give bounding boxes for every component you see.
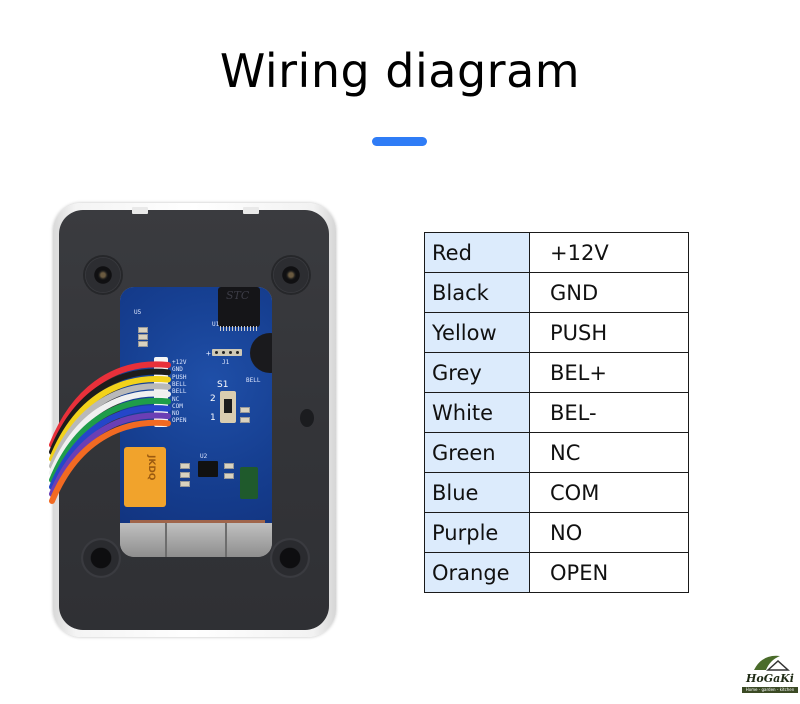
wire <box>49 412 171 497</box>
buzzer-icon <box>250 333 272 373</box>
pin-header-j1 <box>212 349 242 356</box>
wire <box>49 383 171 469</box>
silk-u1: U1 <box>212 321 220 328</box>
smd-resistor <box>224 473 234 479</box>
housing-interior <box>120 523 272 557</box>
silk-j1-plus: + <box>206 349 211 358</box>
smd-diode <box>240 407 250 413</box>
connector-pin-label: NO <box>172 410 180 418</box>
smd-resistor <box>180 472 190 478</box>
connector-pin-label: BELL <box>172 380 187 388</box>
wire <box>49 405 171 490</box>
wire-color-cell: Yellow <box>424 312 530 353</box>
device-notch <box>243 207 259 214</box>
wire-color-cell: Grey <box>424 352 530 393</box>
table-row: Red+12V <box>424 232 689 273</box>
device-notch <box>132 207 148 214</box>
wire-color-cell: Black <box>424 272 530 313</box>
page-title: Wiring diagram <box>219 44 581 98</box>
pin-icon <box>236 351 239 354</box>
chip-u2 <box>198 461 218 477</box>
wire-color-cell: Orange <box>424 552 530 593</box>
mounting-hole-icon <box>270 538 310 578</box>
dip-switch-s1 <box>220 391 236 423</box>
wire-function-cell: BEL- <box>529 392 689 433</box>
wire-function-cell: NC <box>529 432 689 473</box>
mounting-hole-icon <box>81 538 121 578</box>
smd-resistor <box>138 334 148 340</box>
capacitor <box>240 467 258 499</box>
logo-tagline: Home - garden - kitchen <box>742 687 798 693</box>
silk-u5: U5 <box>134 309 142 316</box>
screw-icon <box>271 255 311 295</box>
wire-color-cell: Blue <box>424 472 530 513</box>
wire-function-cell: COM <box>529 472 689 513</box>
wire <box>49 397 171 483</box>
smd-resistor <box>224 463 234 469</box>
pin-icon <box>229 351 232 354</box>
wire-function-cell: OPEN <box>529 552 689 593</box>
wire <box>49 376 171 462</box>
connector-pin-label: GND <box>172 366 183 374</box>
connector-pin-label: COM <box>172 402 183 410</box>
screw-icon <box>83 255 123 295</box>
smd-resistor <box>180 463 190 469</box>
wire-function-cell: GND <box>529 272 689 313</box>
house-leaf-icon <box>754 655 790 671</box>
wire-function-cell: PUSH <box>529 312 689 353</box>
silk-s1: S1 <box>217 380 229 390</box>
housing-rib <box>225 523 227 557</box>
housing-rib <box>165 523 167 557</box>
relay-brand: JKDQ <box>146 455 156 481</box>
logo-brand: HoGaKi <box>746 672 794 685</box>
wire <box>49 368 171 455</box>
wire <box>49 390 171 476</box>
smd-resistor <box>138 341 148 347</box>
connector-pin-label: BELL <box>172 388 187 396</box>
wire-color-cell: Purple <box>424 512 530 553</box>
wire-function-cell: NO <box>529 512 689 553</box>
microcontroller-chip: STC <box>218 287 260 331</box>
silk-pos-2: 2 <box>210 394 216 404</box>
wire-function-cell: +12V <box>529 232 689 273</box>
brand-logo: HoGaKi Home - garden - kitchen <box>740 650 800 700</box>
wire-color-cell: Red <box>424 232 530 273</box>
tamper-hole-icon <box>300 409 314 427</box>
title-accent-bar <box>372 137 427 146</box>
wire-bundle <box>49 361 171 504</box>
wire <box>49 419 171 504</box>
smd-diode <box>240 417 250 423</box>
silk-bell: BELL <box>246 377 261 384</box>
silk-pos-1: 1 <box>210 413 216 423</box>
relay: JKDQ <box>124 447 166 507</box>
chip-label: STC <box>226 289 250 302</box>
silk-j1: J1 <box>222 359 230 366</box>
pin-icon <box>222 351 225 354</box>
connector-pin-label: OPEN <box>172 417 187 425</box>
connector-pin-label: PUSH <box>172 373 187 381</box>
wire-function-cell: BEL+ <box>529 352 689 393</box>
smd-resistor <box>138 327 148 333</box>
connector-pin-label: NC <box>172 395 180 403</box>
wire-color-cell: White <box>424 392 530 433</box>
connector-pin-label: +12V <box>172 359 187 366</box>
wire-color-cell: Green <box>424 432 530 473</box>
pin-icon <box>215 351 218 354</box>
antenna-coil <box>130 520 265 523</box>
silk-u2: U2 <box>200 453 208 460</box>
chip-pins <box>220 326 258 331</box>
smd-resistor <box>180 481 190 487</box>
wire <box>49 361 171 448</box>
